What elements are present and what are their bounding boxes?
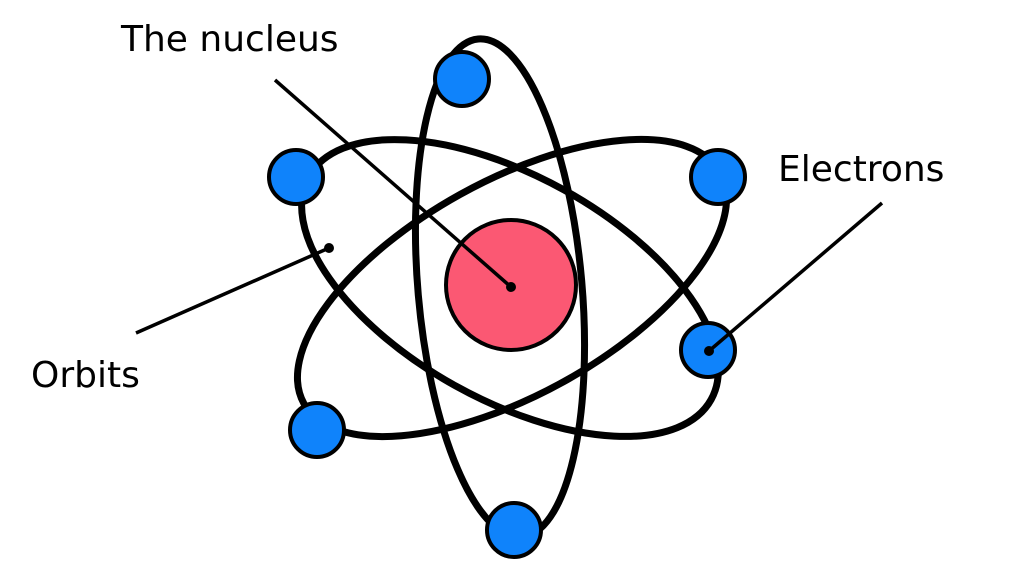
electrons-group <box>267 50 747 559</box>
orbits-label: Orbits <box>31 355 140 396</box>
electron-top <box>433 50 491 108</box>
electron-bottom <box>485 501 543 559</box>
orbit-pointer-dot <box>324 243 334 253</box>
electron-upper-right <box>689 148 747 206</box>
electron-pointer-dot <box>704 346 714 356</box>
electron-lower-left <box>288 401 346 459</box>
nucleus-pointer-dot <box>506 282 516 292</box>
nucleus-label: The nucleus <box>121 19 339 60</box>
nucleus-leader-line <box>273 78 513 289</box>
orbits-leader-line <box>135 246 330 335</box>
electron-upper-left <box>267 148 325 206</box>
leader-dots <box>324 243 714 356</box>
electrons-label: Electrons <box>778 149 945 190</box>
leader-lines <box>135 78 884 353</box>
electrons-leader-line <box>707 201 884 353</box>
